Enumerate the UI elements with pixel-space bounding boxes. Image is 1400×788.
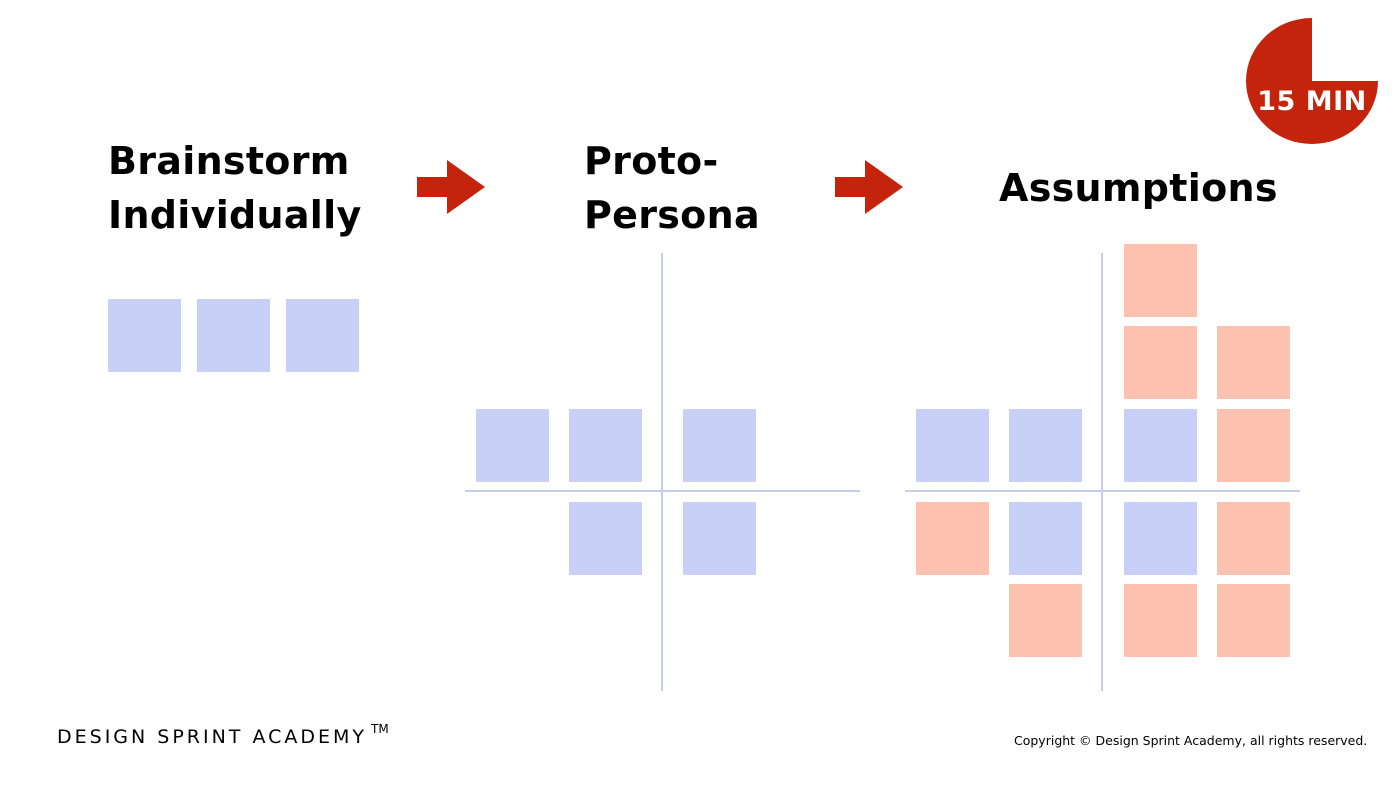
sticky-note-assumption: [916, 502, 989, 575]
sticky-note: [286, 299, 359, 372]
sticky-note-assumption: [1124, 244, 1197, 317]
sticky-note: [569, 409, 642, 482]
sticky-note: [683, 409, 756, 482]
sticky-note-assumption: [1217, 502, 1290, 575]
step-heading-assumptions: Assumptions: [999, 161, 1278, 215]
sticky-note: [108, 299, 181, 372]
sticky-note-assumption: [1124, 326, 1197, 399]
brand-name: DESIGN SPRINT ACADEMY: [57, 726, 368, 748]
step-heading-line: Individually: [108, 193, 362, 237]
sticky-note-assumption: [1217, 584, 1290, 657]
trademark-mark: TM: [371, 722, 389, 736]
quadrant-vertical-axis: [661, 253, 663, 691]
sticky-note: [916, 409, 989, 482]
sticky-note: [569, 502, 642, 575]
step-heading-proto-persona: Proto- Persona: [584, 134, 760, 242]
sticky-note: [197, 299, 270, 372]
sticky-note: [683, 502, 756, 575]
quadrant-horizontal-axis: [905, 490, 1300, 492]
timer-label: 15 MIN: [1257, 86, 1367, 117]
sticky-note-assumption: [1217, 409, 1290, 482]
sticky-note: [1009, 502, 1082, 575]
sticky-note-assumption: [1217, 326, 1290, 399]
sticky-note: [1009, 409, 1082, 482]
sticky-note-assumption: [1124, 584, 1197, 657]
step-heading-line: Brainstorm: [108, 139, 350, 183]
step-heading-line: Persona: [584, 193, 760, 237]
step-heading-line: Proto-: [584, 139, 719, 183]
arrow-right-icon: [417, 160, 485, 214]
sticky-note: [1124, 502, 1197, 575]
sticky-note: [1124, 409, 1197, 482]
step-heading-line: Assumptions: [999, 166, 1278, 210]
arrow-right-icon: [835, 160, 903, 214]
sticky-note: [476, 409, 549, 482]
timer-icon: [1246, 18, 1378, 144]
copyright-notice: Copyright © Design Sprint Academy, all r…: [1014, 733, 1368, 748]
quadrant-horizontal-axis: [465, 490, 860, 492]
sticky-note-assumption: [1009, 584, 1082, 657]
step-heading-brainstorm: Brainstorm Individually: [108, 134, 362, 242]
quadrant-vertical-axis: [1101, 253, 1103, 691]
